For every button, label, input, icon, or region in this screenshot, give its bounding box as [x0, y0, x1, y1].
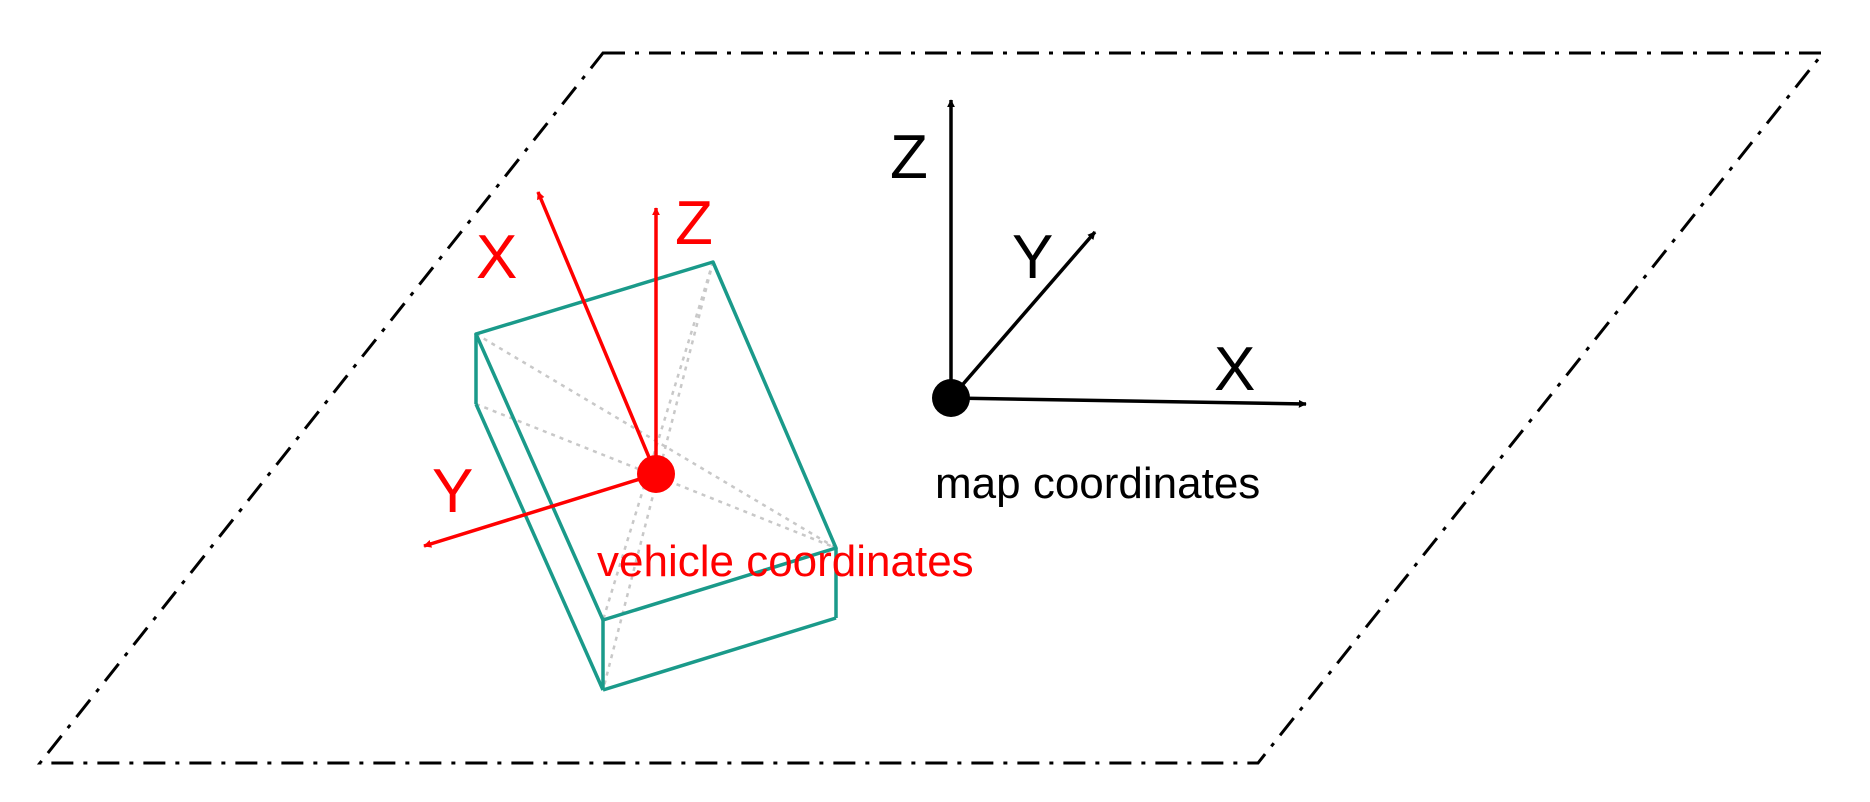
vehicle-frame: X Z Y vehicle coordinates	[423, 189, 974, 586]
vehicle-x-label: X	[476, 223, 517, 292]
vehicle-caption: vehicle coordinates	[597, 537, 974, 586]
map-x-label: X	[1214, 335, 1255, 404]
vehicle-y-label: Y	[432, 457, 473, 526]
map-caption: map coordinates	[935, 459, 1260, 508]
map-y-axis	[949, 230, 1097, 400]
ground-plane	[36, 51, 1827, 765]
map-frame: Z Y X map coordinates	[890, 99, 1307, 508]
map-origin	[932, 379, 970, 417]
vehicle-y-axis	[423, 472, 657, 548]
map-z-label: Z	[890, 123, 928, 192]
map-y-label: Y	[1012, 223, 1053, 292]
vehicle-z-label: Z	[675, 189, 713, 258]
vehicle-box	[474, 260, 838, 692]
vehicle-x-axis	[536, 191, 658, 475]
vehicle-origin	[637, 455, 675, 493]
map-x-axis	[950, 396, 1307, 408]
